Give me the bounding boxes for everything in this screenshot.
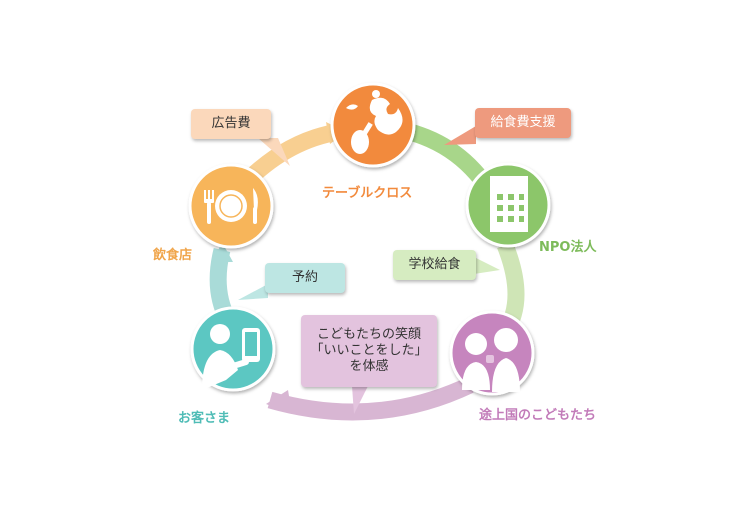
building-icon (490, 176, 528, 232)
callout-tail-smile (352, 386, 368, 414)
callout-school-lunch-text: 学校給食 (408, 257, 461, 272)
callout-tail-meal-support (444, 126, 476, 145)
callout-smile-line1: こどもたちの笑顔 (316, 327, 421, 342)
ring-segment-children-customer (267, 377, 474, 421)
callout-ad-cost-text: 広告費 (211, 116, 251, 131)
callout-tail-reservation (238, 284, 268, 300)
callout-tail-ad-cost (258, 138, 290, 166)
callout-reservation: 予約 (265, 263, 345, 293)
callout-school-lunch: 学校給食 (393, 250, 476, 280)
node-label-children: 途上国のこどもたち (479, 408, 597, 423)
callout-smile-line3: を体感 (349, 359, 389, 374)
node-label-customer: お客さま (178, 411, 231, 426)
callout-ad-cost: 広告費 (191, 109, 271, 139)
node-label-tablecross: テーブルクロス (322, 186, 413, 201)
node-label-npo: NPO法人 (539, 240, 597, 255)
tablecross-logo-icon (346, 90, 403, 154)
node-label-restaurant: 飲食店 (153, 248, 193, 263)
arrow-to-restaurant (213, 242, 233, 262)
callout-smile-line2: 「いいことをした」 (310, 343, 428, 358)
ring-segment-restaurant-tablecross (244, 123, 340, 185)
smartphone-user-icon (202, 324, 260, 390)
children-icon (462, 328, 520, 392)
callout-tail-school-lunch (474, 257, 500, 274)
arrow-to-customer (266, 390, 292, 414)
callout-smile: こどもたちの笑顔 「いいことをした」 を体感 (301, 315, 437, 387)
callout-meal-support-text: 給食費支援 (490, 115, 556, 130)
plate-cutlery-icon (204, 188, 258, 224)
callout-meal-support: 給食費支援 (475, 108, 571, 138)
callout-reservation-text: 予約 (291, 270, 318, 285)
